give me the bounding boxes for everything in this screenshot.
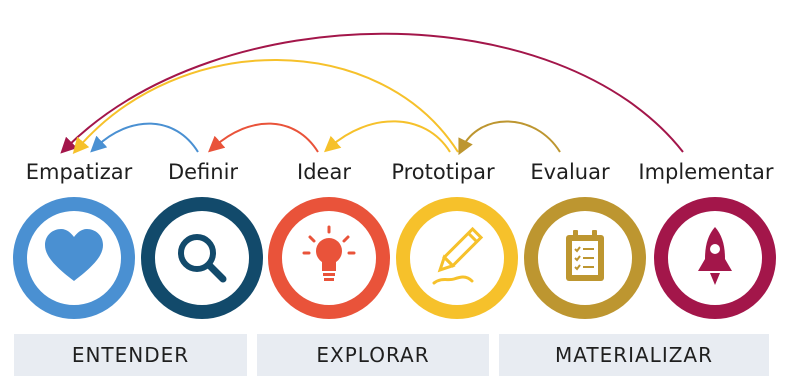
pencil-icon bbox=[432, 226, 484, 285]
group-band-entender: ENTENDER bbox=[14, 334, 247, 376]
stage-label-definir: Definir bbox=[167, 160, 239, 184]
stage-label-implementar: Implementar bbox=[638, 160, 774, 184]
stage-label-evaluar: Evaluar bbox=[530, 160, 610, 184]
heart-icon bbox=[45, 229, 103, 281]
arrow-definir-to-empatizar bbox=[90, 122, 199, 153]
magnifier-icon bbox=[178, 234, 227, 283]
arrow-idear-to-definir bbox=[208, 122, 319, 153]
stage-ring-idear bbox=[268, 197, 390, 319]
stage-label-empatizar: Empatizar bbox=[25, 160, 133, 184]
stage-ring-empatizar bbox=[13, 197, 135, 319]
arrow-implementar-to-empatizar bbox=[60, 32, 684, 154]
group-band-explorar: EXPLORAR bbox=[257, 334, 489, 376]
stage-ring-definir bbox=[141, 197, 263, 319]
stage-ring-prototipar bbox=[396, 197, 518, 319]
clipboard-icon bbox=[566, 230, 604, 281]
lightbulb-icon bbox=[302, 225, 356, 281]
arrow-prototipar-to-empatizar bbox=[72, 59, 459, 155]
arrow-prototipar-to-idear bbox=[323, 120, 451, 153]
stage-label-idear: Idear bbox=[297, 160, 351, 184]
rocket-icon bbox=[698, 227, 732, 285]
stage-ring-evaluar bbox=[524, 197, 646, 319]
stage-ring-implementar bbox=[654, 197, 776, 319]
stage-label-prototipar: Prototipar bbox=[391, 160, 495, 184]
arrow-evaluar-to-prototipar bbox=[458, 120, 561, 156]
group-band-materializar: MATERIALIZAR bbox=[499, 334, 769, 376]
